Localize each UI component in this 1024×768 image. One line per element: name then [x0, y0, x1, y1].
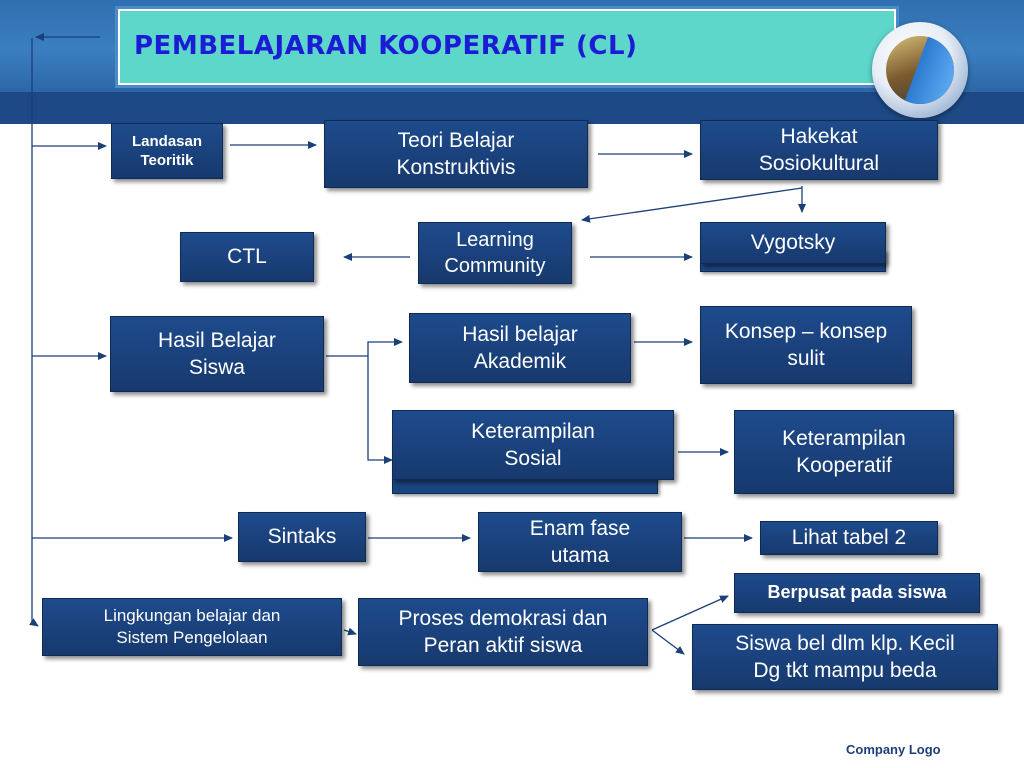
lihat-label: Lihat tabel 2	[791, 526, 907, 550]
box-vygotsky: Vygotsky	[700, 222, 886, 264]
enam-line1: Enam fase	[529, 516, 631, 540]
arrow-to-lingkungan	[29, 618, 39, 627]
box-sintaks: Sintaks	[238, 512, 366, 562]
koop-line2: Kooperatif	[796, 454, 892, 477]
koop-line1: Keterampilan	[782, 426, 906, 450]
siswa-bel-line1: Siswa bel dlm klp. Kecil	[735, 631, 955, 655]
lingkungan-line1: Lingkungan belajar dan	[103, 605, 281, 625]
lingkungan-line2: Sistem Pengelolaan	[116, 628, 268, 647]
header-stripe	[0, 92, 1024, 124]
akademik-line1: Hasil belajar	[462, 322, 578, 346]
proses-line1: Proses demokrasi dan	[398, 606, 608, 630]
hakekat-line1: Hakekat	[780, 124, 858, 148]
ctl-label: CTL	[227, 245, 267, 269]
box-enam-fase: Enam fase utama	[478, 512, 682, 572]
logo-image	[872, 22, 968, 118]
arrow-proses-siswa	[651, 629, 685, 655]
teori-line2: Konstruktivis	[396, 156, 516, 179]
learning-line2: Community	[444, 255, 546, 277]
berpusat-label: Berpusat pada siswa	[767, 582, 947, 603]
box-berpusat-pada-siswa: Berpusat pada siswa	[734, 573, 980, 613]
hasil-siswa-line2: Siswa	[188, 356, 245, 379]
sosial-line2: Sosial	[504, 447, 562, 470]
hasil-siswa-line1: Hasil Belajar	[158, 328, 276, 352]
enam-line2: utama	[550, 544, 610, 567]
learning-line1: Learning	[456, 229, 534, 251]
landasan-line1: Landasan	[131, 132, 203, 150]
landasan-line2: Teoritik	[140, 152, 194, 169]
hakekat-line2: Sosiokultural	[758, 152, 880, 175]
slide-title: PEMBELAJARAN KOOPERATIF (CL)	[134, 31, 638, 61]
sosial-line1: Keterampilan	[471, 419, 595, 443]
akademik-line2: Akademik	[473, 350, 567, 373]
box-lihat-tabel: Lihat tabel 2	[760, 521, 938, 555]
title-box: PEMBELAJARAN KOOPERATIF (CL)	[118, 9, 896, 85]
teori-line1: Teori Belajar	[397, 128, 515, 152]
arrow-siswa-akademik	[326, 338, 403, 357]
arrow-proses-berpusat	[651, 595, 729, 631]
company-logo-text: Company Logo	[846, 742, 941, 757]
logo-photo	[886, 36, 954, 104]
proses-line2: Peran aktif siswa	[423, 634, 583, 657]
arrow-siswa-sosial	[367, 356, 393, 464]
box-konsep-sulit: Konsep – konsep sulit	[700, 306, 912, 384]
box-ctl: CTL	[180, 232, 314, 282]
vygotsky-label: Vygotsky	[750, 231, 836, 255]
box-siswa-kelompok: Siswa bel dlm klp. Kecil Dg tkt mampu bed…	[692, 624, 998, 690]
arrow-lingkungan-proses	[343, 627, 357, 636]
arrow-hakekat-learning	[581, 187, 803, 223]
sintaks-label: Sintaks	[267, 525, 337, 549]
konsep-line2: sulit	[787, 347, 825, 370]
siswa-bel-line2: Dg tkt mampu beda	[753, 659, 937, 682]
konsep-line1: Konsep – konsep	[724, 319, 888, 343]
